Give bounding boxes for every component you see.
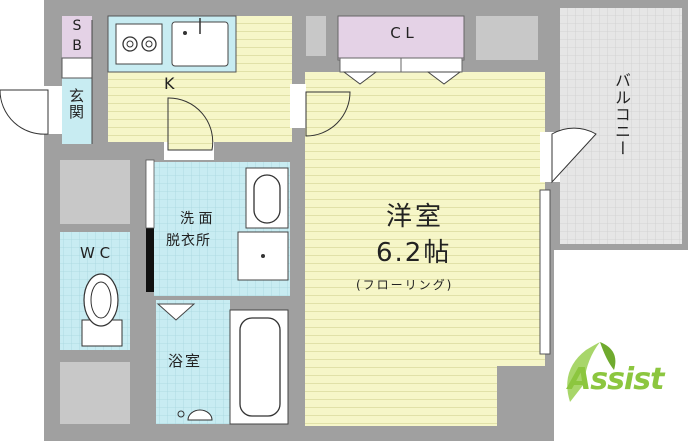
room-size-label: 6.2帖 [376, 238, 452, 268]
entrance-floor [62, 78, 92, 144]
bath-floor [156, 300, 230, 424]
sb-shelf [61, 57, 93, 79]
kitchen-counter [107, 15, 237, 73]
entrance-door-swing [0, 86, 62, 135]
balcony [553, 0, 688, 250]
bathroom-window [539, 189, 551, 355]
wc-lower-storage [60, 362, 130, 424]
wc-label: W C [80, 244, 111, 262]
balcony-door-swing [540, 127, 597, 184]
assist-logo [567, 342, 616, 402]
western-room-notch [497, 366, 547, 428]
storage-mid [306, 16, 326, 56]
closet [337, 15, 465, 85]
washing-machine-space [237, 231, 289, 281]
bath-faucet [177, 409, 213, 421]
bath-label: 浴室 [168, 352, 203, 370]
kitchen-floor-top [236, 16, 292, 72]
entrance-label: 玄関 [67, 88, 85, 120]
room-door-swing [290, 84, 351, 137]
assist-logo-text: Assist [568, 362, 664, 397]
washroom-label-2: 脱衣所 [166, 233, 211, 249]
flooring-label: (フローリング) [356, 278, 454, 292]
bath-vent [156, 303, 196, 321]
partition-light [145, 159, 155, 229]
closet-label: C L [390, 24, 414, 42]
vanity [245, 167, 289, 229]
sb-label: S B [72, 18, 82, 54]
kitchen-door-swing [164, 97, 214, 160]
washroom-label-1: 洗 面 [180, 211, 213, 227]
kitchen-label: K [164, 74, 175, 93]
partition-dark [146, 228, 154, 292]
toilet [81, 273, 123, 347]
wc-upper-storage [60, 160, 130, 224]
storage-right [476, 16, 538, 60]
bathtub [229, 309, 289, 425]
sb-storage [62, 16, 92, 58]
balcony-label: バルコニー [612, 72, 631, 157]
western-room-label: 洋室 [386, 202, 445, 232]
